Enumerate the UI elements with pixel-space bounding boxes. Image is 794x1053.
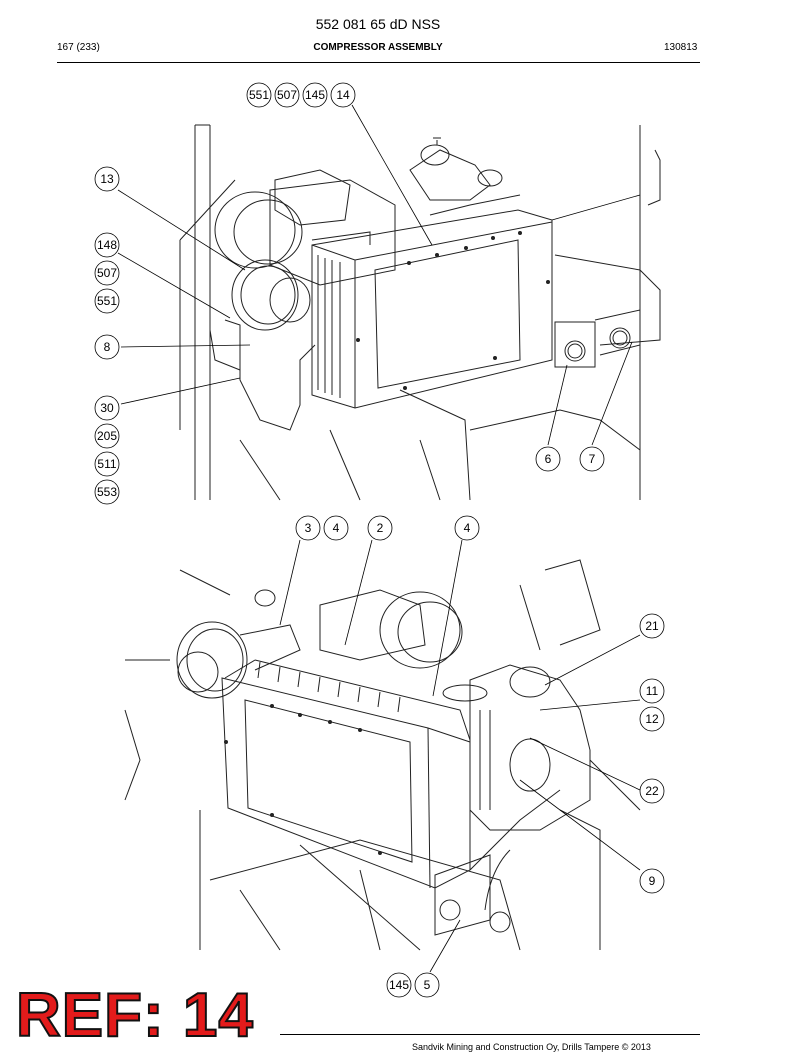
callout-9: 9: [649, 874, 656, 888]
callout-507b: 507: [97, 266, 117, 280]
top-exploded-drawing: 551 507 145 14 13 148 507 551 8 30 205 5…: [94, 82, 661, 505]
callout-14: 14: [336, 88, 350, 102]
callout-8: 8: [104, 340, 111, 354]
callout-553: 553: [97, 485, 117, 499]
callout-12: 12: [645, 712, 659, 726]
callout-511: 511: [97, 457, 116, 471]
callout-148: 148: [97, 238, 117, 252]
ref-badge: REF: 14: [15, 981, 254, 1050]
callout-11: 11: [646, 684, 659, 698]
callout-21: 21: [645, 619, 659, 633]
callout-145: 145: [305, 88, 325, 102]
section-title: COMPRESSOR ASSEMBLY: [313, 42, 443, 53]
header-rule: [57, 62, 700, 63]
callout-4a: 4: [333, 521, 340, 535]
callout-30: 30: [100, 401, 114, 415]
callout-551b: 551: [97, 294, 117, 308]
callout-205: 205: [97, 429, 117, 443]
callout-3: 3: [305, 521, 312, 535]
footer-rule: [280, 1034, 700, 1035]
document-title: 552 081 65 dD NSS: [315, 16, 441, 32]
footer-copyright: Sandvik Mining and Construction Oy, Dril…: [412, 1042, 651, 1052]
callout-507: 507: [277, 88, 297, 102]
callout-2: 2: [377, 521, 384, 535]
callout-22: 22: [645, 784, 659, 798]
callout-551: 551: [249, 88, 269, 102]
page-number: 167 (233): [57, 42, 100, 53]
callout-7: 7: [589, 452, 596, 466]
callout-5: 5: [424, 978, 431, 992]
callout-4b: 4: [464, 521, 471, 535]
callout-13: 13: [100, 172, 114, 186]
bottom-exploded-drawing: 3 4 2 4 21 11 12 22 9 145 5: [124, 515, 665, 998]
callout-6: 6: [545, 452, 552, 466]
date-code: 130813: [664, 42, 698, 53]
callout-145b: 145: [389, 978, 409, 992]
